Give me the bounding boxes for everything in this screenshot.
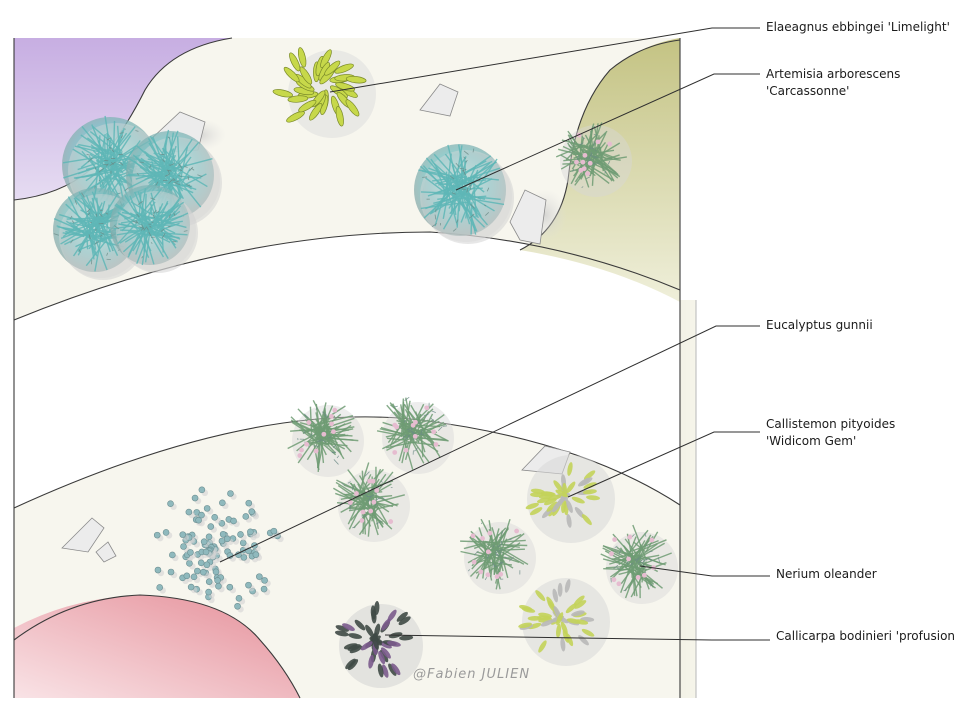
callistemon-b (376, 396, 454, 474)
callistemon-upper (555, 122, 632, 197)
leader-callicarpa (384, 634, 770, 641)
callistemon-e (600, 524, 678, 604)
label-artemisia-line2: 'Carcassonne' (766, 84, 850, 98)
callistemon-d-flowers (470, 528, 520, 580)
label-eucalyptus-text: Eucalyptus gunnii (766, 318, 873, 332)
label-nerium: Nerium oleander (776, 566, 877, 583)
plant-symbols (53, 47, 678, 688)
label-callicarpa-text: Callicarpa bodinieri 'profusion' (776, 629, 954, 643)
label-artemisia-line1: Artemisia arborescens (766, 67, 901, 81)
artist-signature: @Fabien JULIEN (413, 667, 531, 682)
label-nerium-text: Nerium oleander (776, 567, 877, 581)
olive-bed (520, 38, 680, 302)
callistemon-b-flowers (392, 405, 439, 455)
label-artemisia: Artemisia arborescens 'Carcassonne' (766, 66, 900, 100)
right-strip (680, 300, 696, 698)
artemisia-texture (113, 188, 196, 271)
label-elaeagnus: Elaeagnus ebbingei 'Limelight' (766, 19, 950, 36)
leader-elaeagnus (329, 27, 760, 93)
leader-nerium (639, 565, 770, 577)
callistemon-c-flowers (347, 478, 394, 524)
label-callistemon-line1: Callistemon pityoides (766, 417, 896, 431)
label-elaeagnus-text: Elaeagnus ebbingei 'Limelight' (766, 20, 950, 34)
label-callicarpa: Callicarpa bodinieri 'profusion' (776, 628, 954, 645)
label-callistemon: Callistemon pityoides 'Widicom Gem' (766, 416, 895, 450)
nerium-upper (525, 455, 615, 543)
elaeagnus-shrub (272, 47, 376, 138)
rose-bed (14, 595, 300, 698)
label-eucalyptus: Eucalyptus gunnii (766, 317, 873, 334)
leader-eucalyptus (219, 325, 760, 563)
callicarpa-shrub (334, 600, 423, 688)
callistemon-upper-flowers (574, 132, 613, 176)
nerium-lower (518, 578, 610, 666)
leader-callistemon (567, 431, 760, 498)
callistemon-a-flowers (297, 407, 338, 458)
callistemon-e-flowers (609, 534, 656, 587)
eucalyptus-shrub (153, 486, 284, 613)
artemisia-texture (418, 144, 512, 242)
leader-artemisia (455, 73, 760, 191)
label-callistemon-line2: 'Widicom Gem' (766, 434, 857, 448)
